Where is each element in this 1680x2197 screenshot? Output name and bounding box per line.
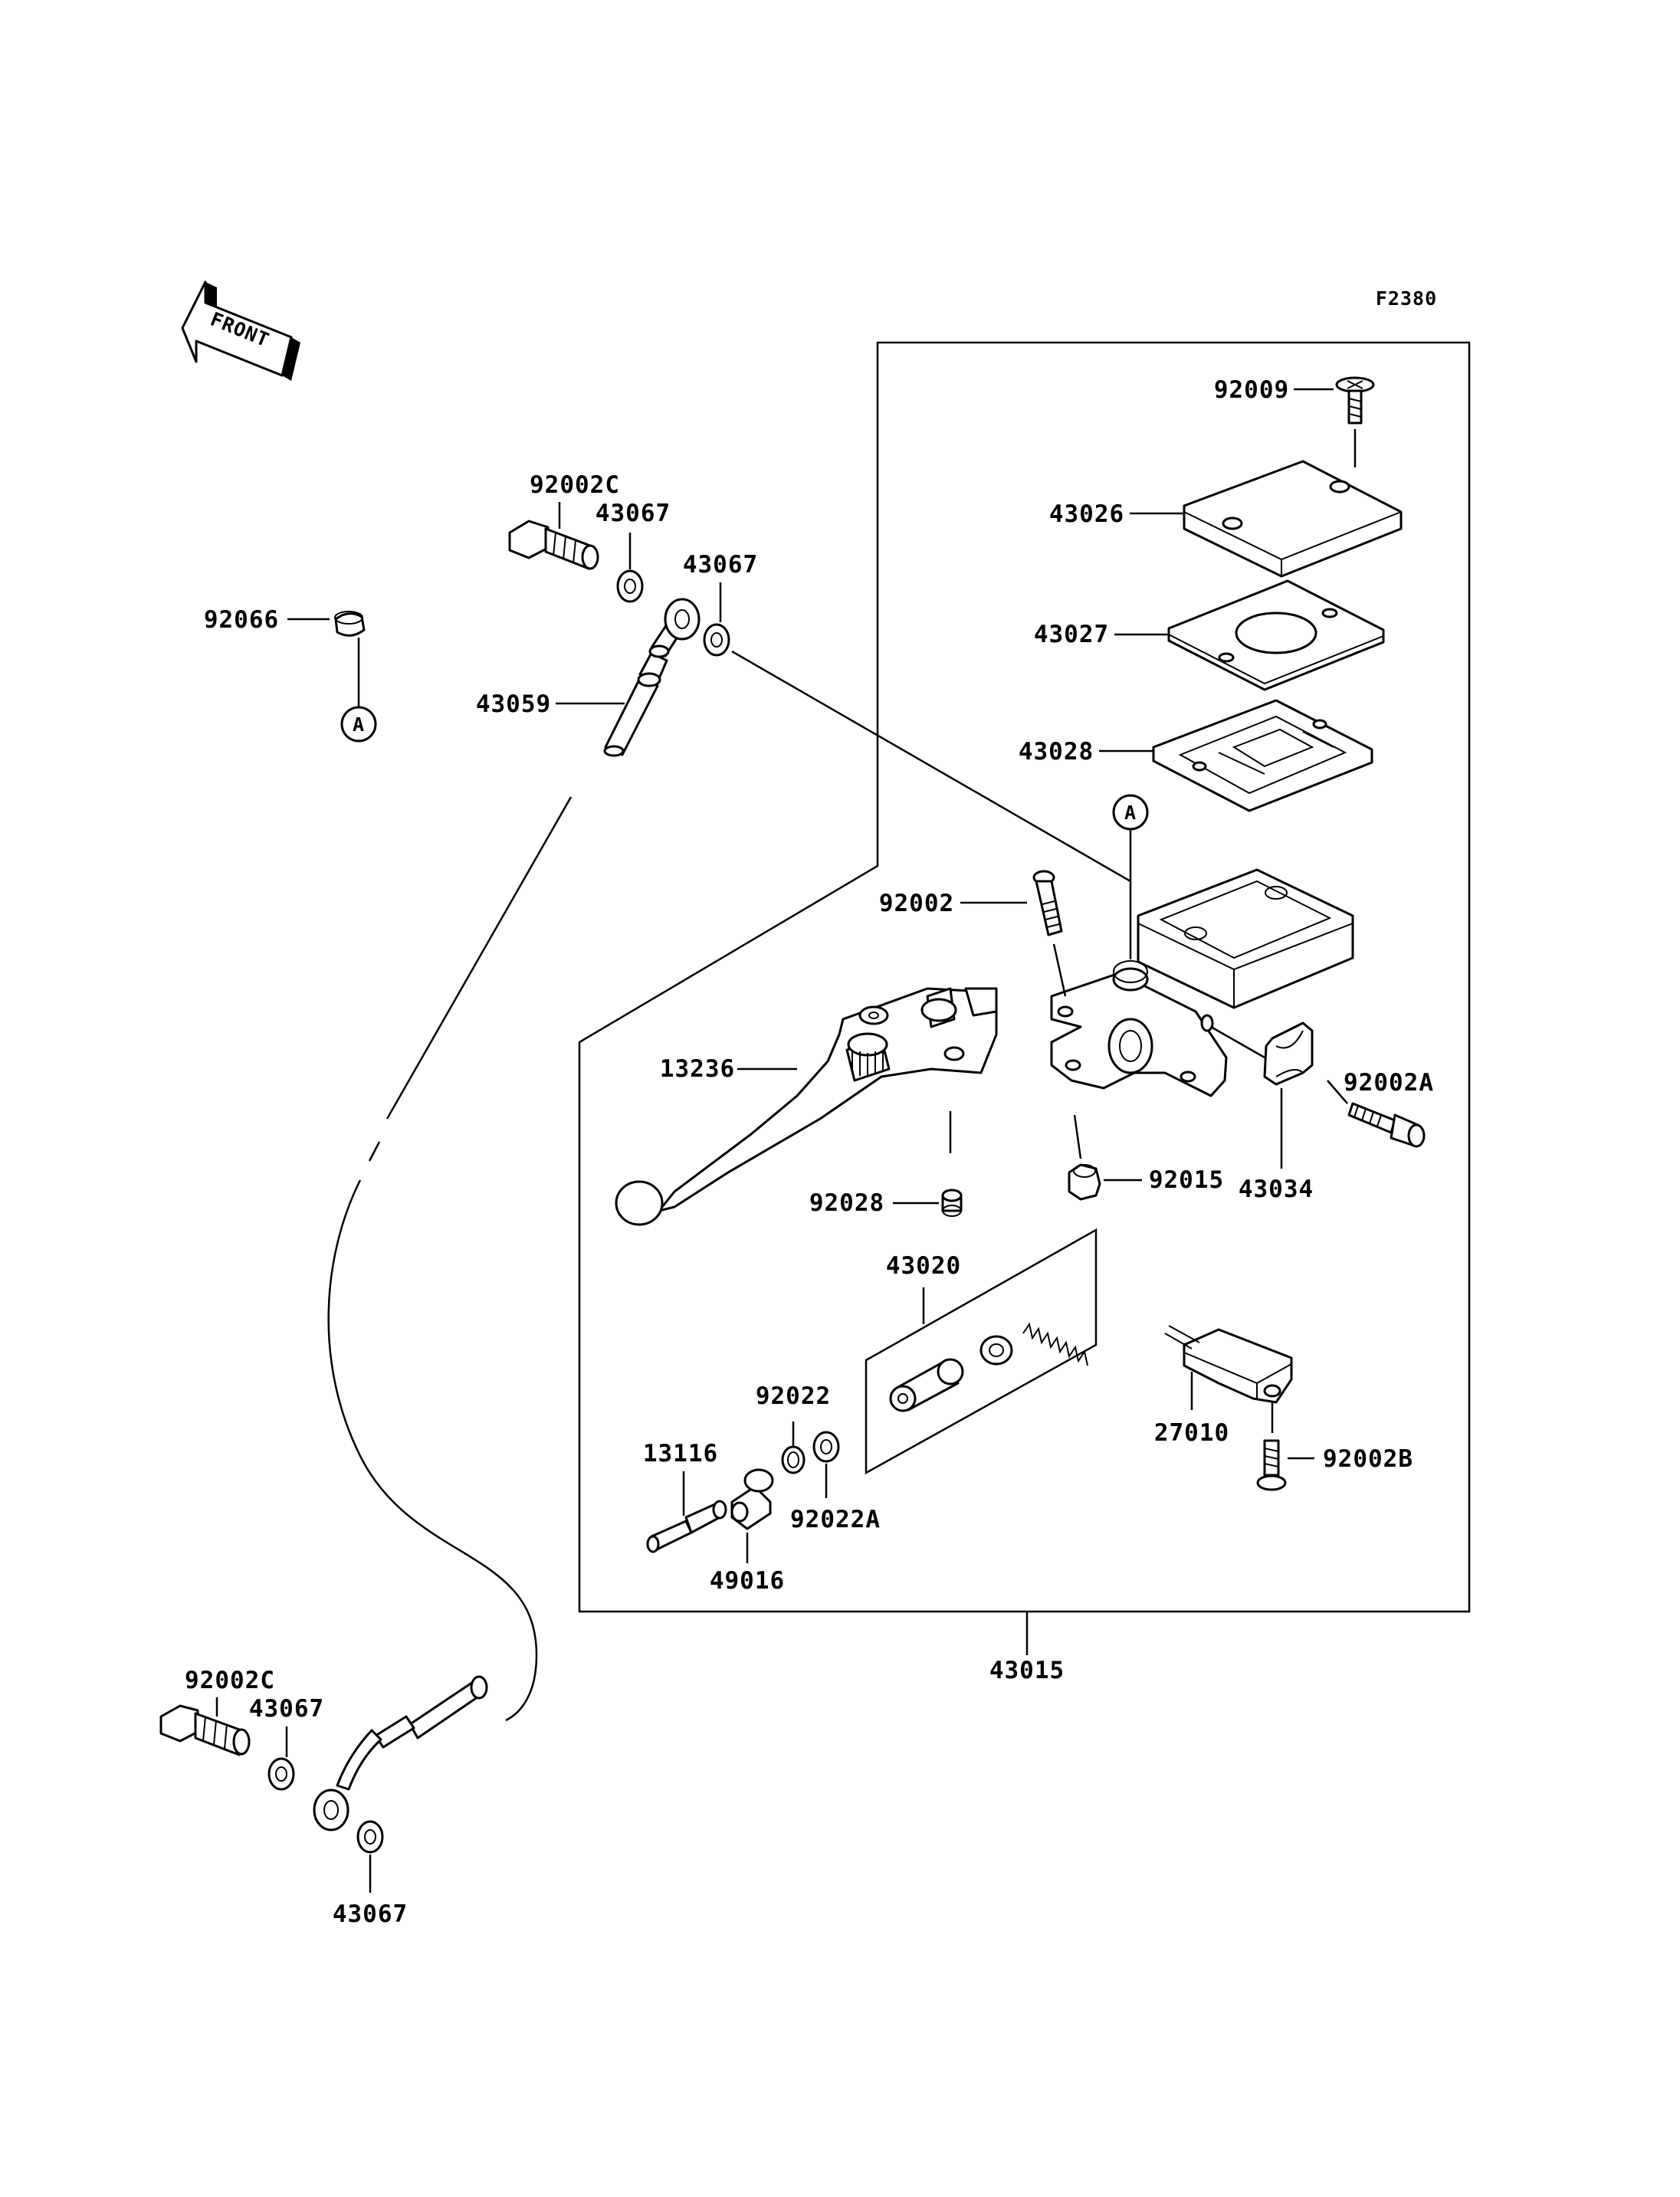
lever-13236 [615,987,998,1226]
label-92002C-bottom: 92002C [185,1667,275,1694]
label-13236: 13236 [660,1055,735,1083]
banjo-bolt-bottom-92002C [159,1704,251,1756]
front-arrow-icon: FRONT [181,280,300,381]
screw-92002B [1256,1439,1287,1491]
bushing-92028 [941,1189,963,1217]
label-92002: 92002 [879,890,954,917]
label-27010: 27010 [1154,1419,1229,1447]
diaphragm-plate-43027 [1167,579,1385,691]
piston-43020 [889,1358,964,1412]
washer-bottom1-43067 [267,1757,295,1791]
label-92028: 92028 [809,1189,884,1217]
label-43067-bottom2: 43067 [333,1900,408,1928]
washer-92022A [812,1431,840,1463]
ref-marker-a-left-text: A [353,713,365,736]
label-43028: 43028 [1019,738,1094,766]
assembly-box [578,341,1471,1613]
label-92009: 92009 [1214,376,1289,404]
label-92002B: 92002B [1323,1445,1413,1473]
label-43067-top2: 43067 [683,551,758,579]
washer-top1-43067 [616,569,644,603]
bolt-92002A [1347,1102,1426,1148]
label-43020: 43020 [886,1252,961,1280]
label-43067-top1: 43067 [596,500,671,527]
label-92015: 92015 [1149,1166,1224,1194]
spring-icon [1022,1322,1088,1366]
label-92066: 92066 [204,606,279,634]
label-43034: 43034 [1239,1176,1314,1203]
label-92002C-top: 92002C [530,471,620,499]
ref-marker-a-box-text: A [1124,802,1137,824]
cap-92066 [334,611,366,637]
hose-43059 [603,598,701,757]
clamp-43034 [1263,1021,1314,1086]
master-cylinder-43015 [1050,868,1354,1097]
washer-top2-43067 [703,623,730,657]
assembly-number-label: 43015 [989,1657,1065,1684]
boot-49016 [730,1468,774,1530]
piston-kit-box [865,1228,1098,1475]
label-49016: 49016 [710,1567,785,1595]
brake-hose-line [313,796,573,1831]
label-43059: 43059 [476,690,551,718]
nut-92015 [1068,1163,1101,1201]
label-92022A: 92022A [790,1506,881,1533]
cup-seal [979,1335,1013,1366]
screw-92009 [1335,376,1375,425]
circlip-92022 [781,1445,806,1474]
diaphragm-43028 [1152,699,1373,812]
washer-bottom2-43067 [356,1820,384,1854]
label-43026: 43026 [1049,500,1124,528]
ref-marker-a-left [340,706,377,743]
figure-code: F2380 [1376,287,1437,310]
label-92022: 92022 [756,1382,831,1410]
screw-92002 [1032,870,1063,936]
label-92002A: 92002A [1344,1069,1434,1097]
banjo-bolt-top-92002C [508,520,599,570]
label-43027: 43027 [1034,621,1109,648]
label-13116: 13116 [643,1440,718,1467]
switch-27010 [1164,1325,1293,1404]
push-rod-13116 [646,1500,727,1553]
reservoir-cap-43026 [1183,460,1403,578]
label-43067-bottom1: 43067 [249,1695,324,1723]
